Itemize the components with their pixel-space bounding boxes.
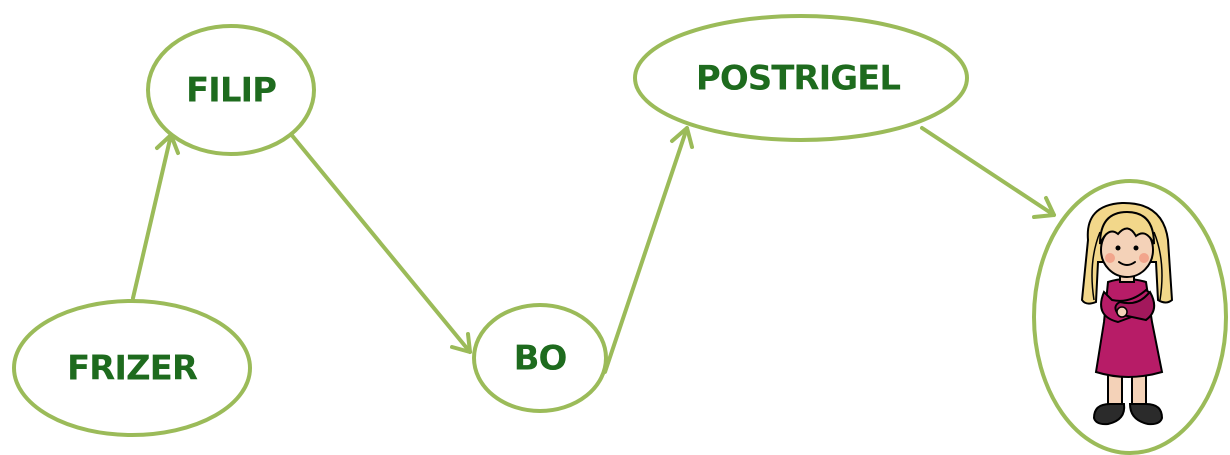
node-frizer: FRIZER (12, 299, 252, 437)
node-frizer-label: FRIZER (67, 349, 198, 389)
girl-icon (1080, 201, 1174, 426)
node-bo-label: BO (514, 339, 567, 379)
edge-filip-bo (288, 131, 472, 354)
node-filip: FILIP (146, 24, 316, 156)
node-postrigel-label: POSTRIGEL (696, 59, 900, 99)
node-filip-label: FILIP (186, 71, 276, 111)
edge-bo-postrigel (603, 126, 694, 374)
node-postrigel: POSTRIGEL (633, 14, 969, 142)
node-girl (1032, 179, 1228, 455)
edge-postrigel-girl (920, 126, 1056, 219)
edge-frizer-filip (131, 133, 180, 300)
node-bo: BO (472, 303, 608, 413)
